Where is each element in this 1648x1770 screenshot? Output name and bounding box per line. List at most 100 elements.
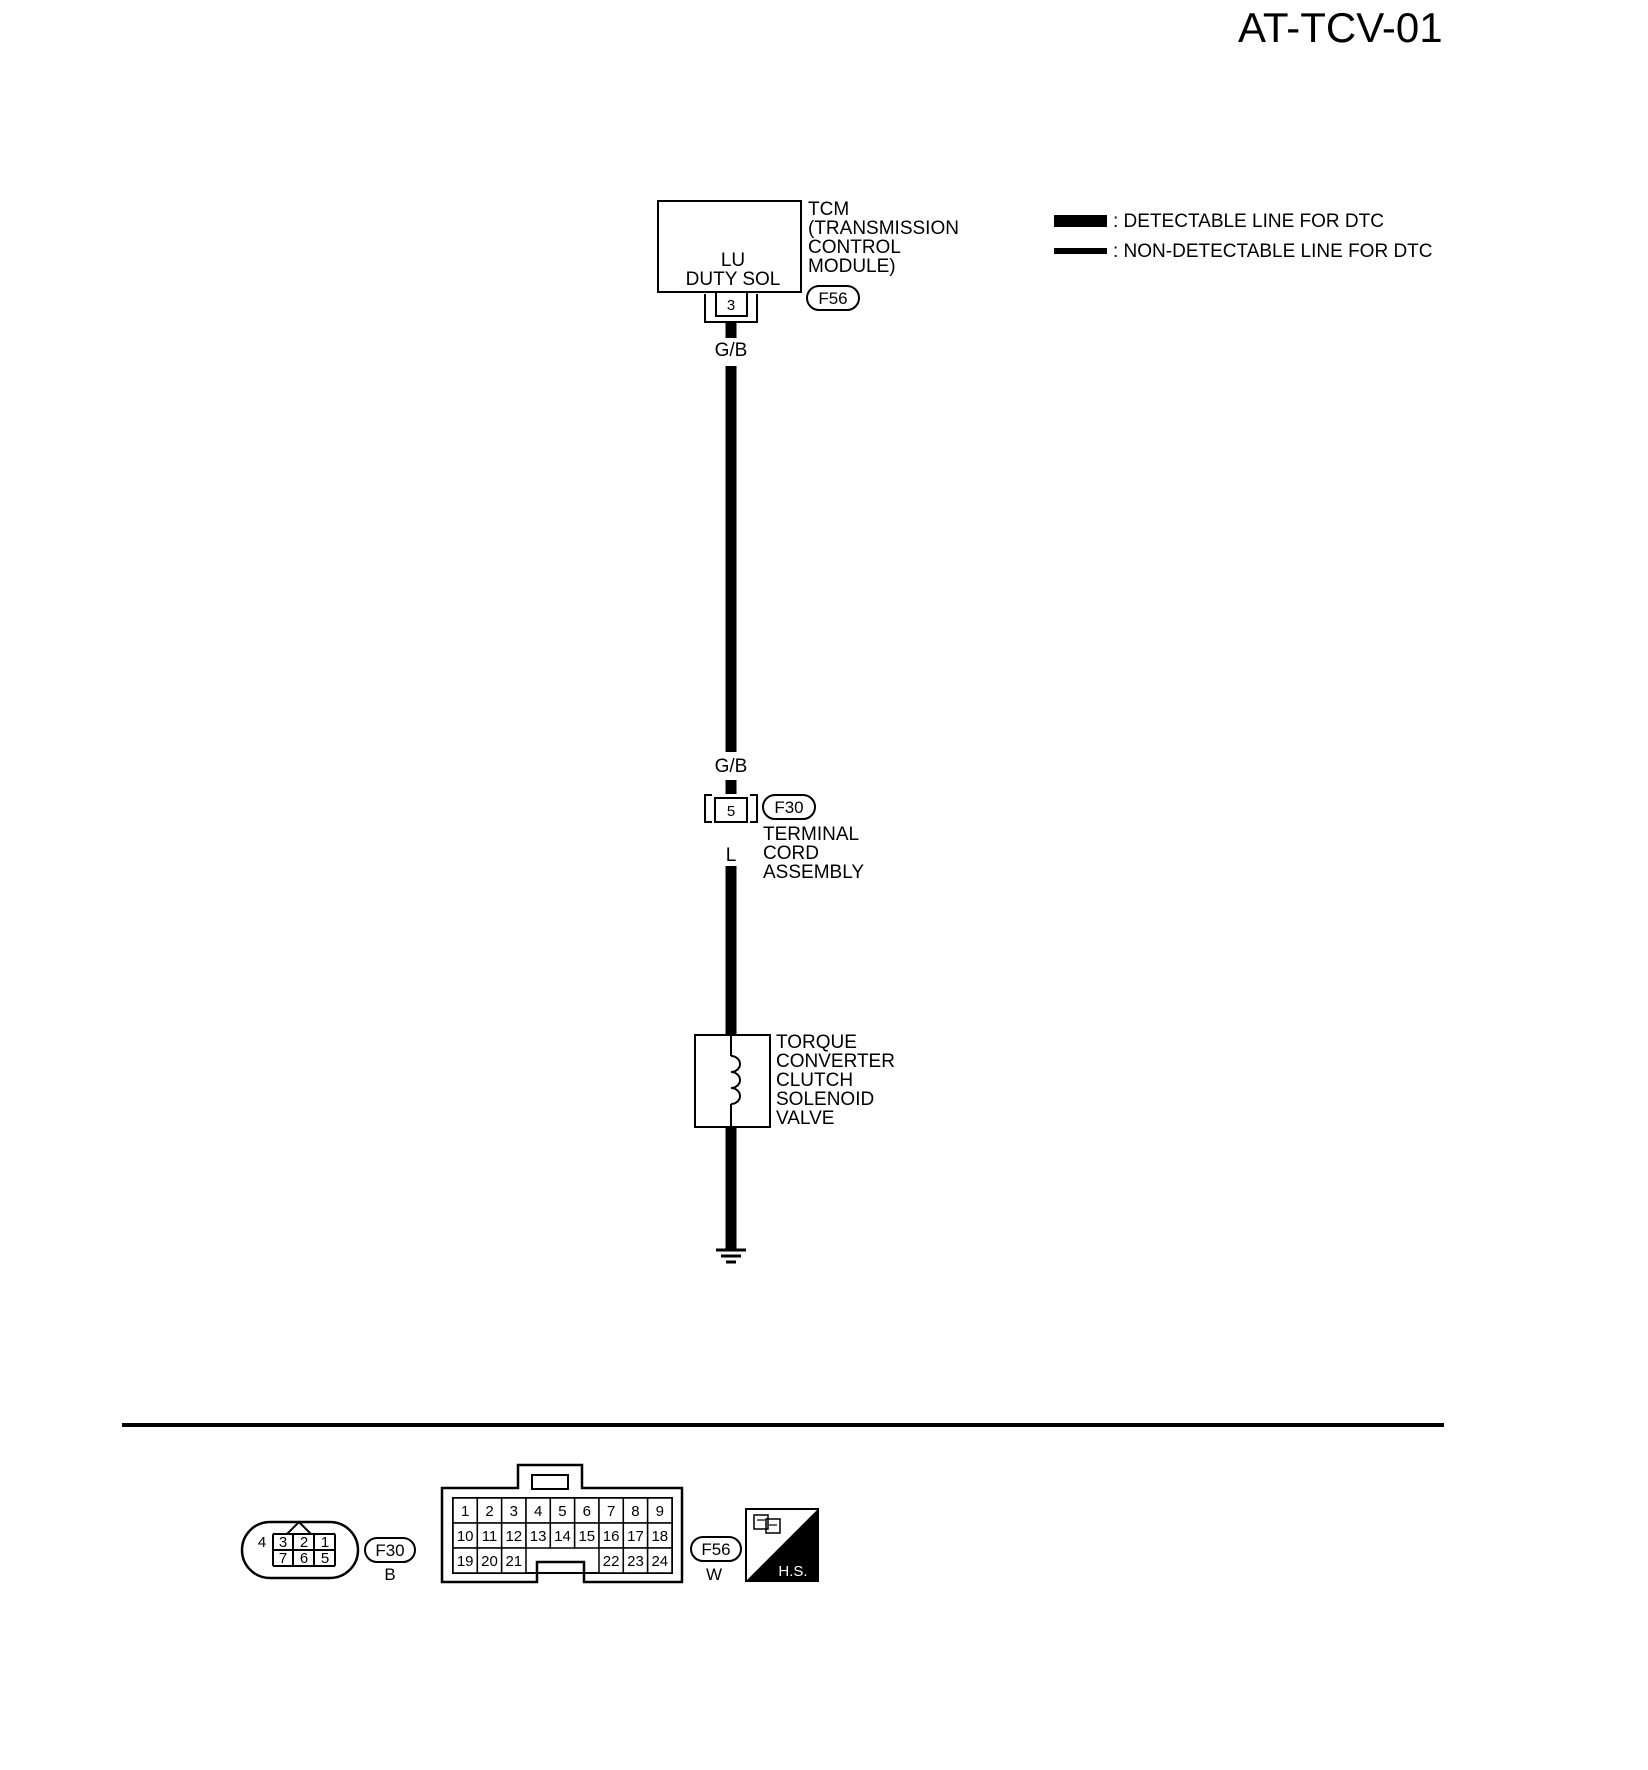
f56-pin: 2 <box>485 1503 493 1520</box>
f56-pin-cell <box>525 1497 552 1524</box>
f56-pin: 14 <box>554 1528 571 1545</box>
f56-pin: 24 <box>651 1553 668 1570</box>
f30-pin: 2 <box>300 1534 308 1551</box>
f56-pin-cell <box>476 1497 503 1524</box>
f30-connector-badge <box>364 1537 416 1563</box>
tcm-module: LU DUTY SOL TCM (TRANSMISSION CONTROL MO… <box>657 199 959 323</box>
f56-pin-cell <box>549 1522 576 1549</box>
f56-pin: 3 <box>510 1503 518 1520</box>
f56-pin: 18 <box>651 1528 668 1545</box>
f56-pin: 4 <box>534 1503 542 1520</box>
legend-detectable-label: : DETECTABLE LINE FOR DTC <box>1113 211 1384 232</box>
f56-pin-cell <box>622 1547 649 1574</box>
legend-non-detectable-label: : NON-DETECTABLE LINE FOR DTC <box>1113 241 1433 262</box>
solenoid-coil-icon <box>730 1055 741 1105</box>
f56-pin: 16 <box>603 1528 620 1545</box>
f56-pin: 15 <box>578 1528 595 1545</box>
f30-pin: 4 <box>258 1534 266 1551</box>
terminal-cord-connector-badge <box>762 794 816 820</box>
terminal-cord-connector-id: F30 <box>774 798 803 817</box>
f56-pin: 8 <box>631 1503 639 1520</box>
tcm-pin-box <box>715 291 748 317</box>
legend-detectable-swatch <box>1054 215 1107 227</box>
terminal-cord-label-line-3: ASSEMBLY <box>763 862 864 883</box>
f56-pin-cell <box>452 1497 479 1524</box>
f56-connector-id: F56 <box>701 1540 730 1559</box>
terminal-cord-bracket-right <box>750 794 758 823</box>
f30-pin: 1 <box>321 1534 329 1551</box>
tcm-title-line-3: CONTROL <box>808 237 901 258</box>
f56-pin: 1 <box>461 1503 469 1520</box>
connector-icon <box>753 1514 781 1534</box>
f56-pin-cell <box>500 1497 527 1524</box>
f56-pin: 6 <box>583 1503 591 1520</box>
f56-pin-cell <box>500 1547 527 1574</box>
f56-pin-cell <box>646 1522 673 1549</box>
f30-pin: 6 <box>300 1550 308 1567</box>
connector-f30-face: 4 3 2 1 7 6 5 F30 B <box>240 1520 416 1584</box>
wire-color-upper-bottom: G/B <box>715 756 748 777</box>
hs-badge: H.S. <box>745 1508 819 1582</box>
solenoid-box <box>694 1034 771 1128</box>
tcm-connector-badge <box>806 285 860 311</box>
f56-pin-cell <box>646 1547 673 1574</box>
f56-pin: 21 <box>505 1553 522 1570</box>
tcm-title-line-4: MODULE) <box>808 256 896 277</box>
tcm-pin-number: 3 <box>727 297 735 314</box>
tcm-inner-line-2: DUTY SOL <box>686 269 781 290</box>
legend-non-detectable-swatch <box>1054 248 1107 254</box>
solenoid-label-line-2: CONVERTER <box>776 1051 895 1072</box>
terminal-cord-pin-box <box>714 797 748 823</box>
f30-connector-id: F30 <box>375 1541 404 1560</box>
f56-pin-cell <box>598 1497 625 1524</box>
diagram-id: AT-TCV-01 <box>1238 4 1443 51</box>
solenoid-label-line-4: SOLENOID <box>776 1089 874 1110</box>
f30-pin: 5 <box>321 1550 329 1567</box>
hs-badge-text: H.S. <box>778 1563 807 1580</box>
solenoid-label-line-5: VALVE <box>776 1108 834 1129</box>
f56-connector-color: W <box>706 1565 722 1584</box>
hs-badge-fill <box>746 1509 818 1581</box>
legend: : DETECTABLE LINE FOR DTC : NON-DETECTAB… <box>1054 211 1433 262</box>
f56-pin-cell <box>525 1522 552 1549</box>
f56-pin: 20 <box>481 1553 498 1570</box>
f56-pin: 12 <box>505 1528 522 1545</box>
tcm-title-line-1: TCM <box>808 199 849 220</box>
f30-connector-color: B <box>384 1565 395 1584</box>
f56-pin: 9 <box>656 1503 664 1520</box>
terminal-cord-connector: 5 F30 TERMINAL CORD ASSEMBLY <box>704 794 864 883</box>
f56-pin: 17 <box>627 1528 644 1545</box>
f56-pin: 13 <box>530 1528 547 1545</box>
f56-connector-badge <box>690 1536 742 1562</box>
f56-pin-cell <box>476 1547 503 1574</box>
wire-color-lower: L <box>726 845 737 866</box>
f56-pin: 5 <box>558 1503 566 1520</box>
f30-key-notch <box>286 1520 312 1535</box>
f56-pin: 22 <box>603 1553 620 1570</box>
tcm-connector-id: F56 <box>818 289 847 308</box>
ground-icon <box>716 1248 746 1264</box>
terminal-cord-pin-number: 5 <box>727 803 735 820</box>
f30-pin: 7 <box>279 1550 287 1567</box>
f56-pin: 19 <box>457 1553 474 1570</box>
f56-pin-cell <box>646 1497 673 1524</box>
f56-pin-cell <box>573 1522 600 1549</box>
solenoid-label-line-3: CLUTCH <box>776 1070 853 1091</box>
f56-pin: 7 <box>607 1503 615 1520</box>
f56-pin-cell <box>573 1497 600 1524</box>
f56-pin: 23 <box>627 1553 644 1570</box>
wire-color-upper: G/B <box>715 340 748 361</box>
f56-pin: 11 <box>482 1528 498 1545</box>
solenoid-label-line-1: TORQUE <box>776 1032 857 1053</box>
terminal-cord-label-line-2: CORD <box>763 843 819 864</box>
f56-latch <box>531 1474 569 1490</box>
terminal-cord-bracket-left <box>704 794 712 823</box>
tcm-title-line-2: (TRANSMISSION <box>808 218 959 239</box>
f30-pin: 3 <box>279 1534 287 1551</box>
terminal-cord-label-line-1: TERMINAL <box>763 824 859 845</box>
f56-pin: 10 <box>457 1528 474 1545</box>
f56-pin-cell <box>500 1522 527 1549</box>
